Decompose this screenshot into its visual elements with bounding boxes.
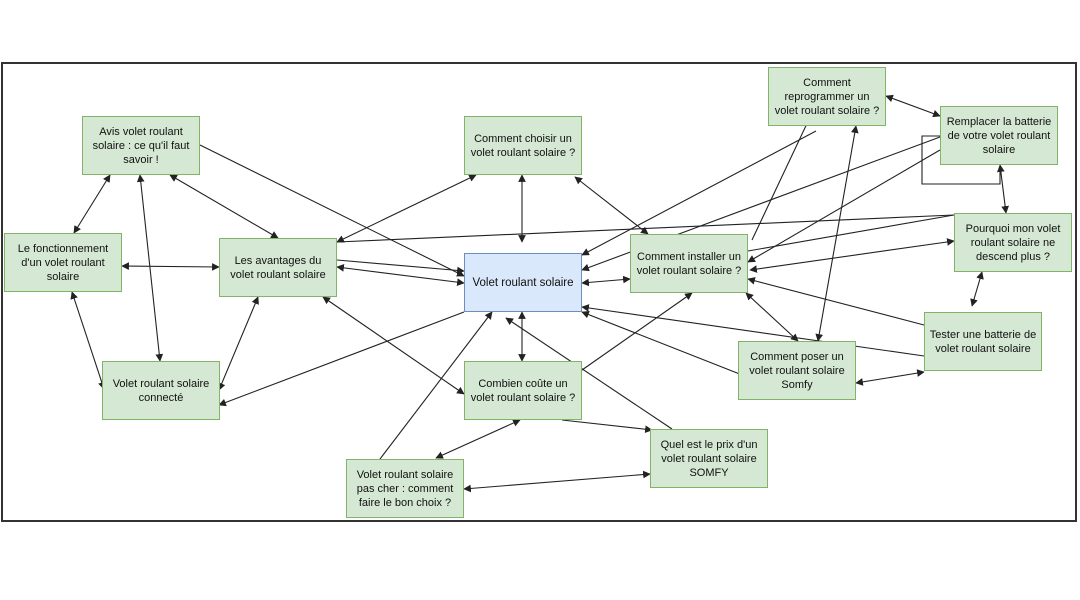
edge-bracket xyxy=(921,135,1001,185)
edge-31 xyxy=(379,311,493,460)
edge-12 xyxy=(218,296,259,391)
edge-0 xyxy=(199,144,465,277)
edge-32 xyxy=(435,419,521,459)
edge-13 xyxy=(322,296,465,395)
edge-25 xyxy=(747,277,925,326)
node-connecte[interactable]: Volet roulant solaire connecté xyxy=(102,361,220,420)
node-center[interactable]: Volet roulant solaire xyxy=(464,253,582,312)
node-pascher[interactable]: Volet roulant solaire pas cher : comment… xyxy=(346,459,464,518)
edge-2 xyxy=(136,174,164,362)
edge-26 xyxy=(581,304,925,357)
edge-23 xyxy=(885,94,941,118)
edge-22 xyxy=(745,292,799,342)
node-avantages[interactable]: Les avantages du volet roulant solaire xyxy=(219,238,337,297)
node-avis[interactable]: Avis volet roulant solaire : ce qu'il fa… xyxy=(82,116,200,175)
node-combien[interactable]: Combien coûte un volet roulant solaire ? xyxy=(464,361,582,420)
node-installer[interactable]: Comment installer un volet roulant solai… xyxy=(630,234,748,293)
edge-16 xyxy=(581,130,817,256)
edge-28 xyxy=(855,369,925,386)
node-fonctionnement[interactable]: Le fonctionnement d'un volet roulant sol… xyxy=(4,233,122,292)
edge-24 xyxy=(815,125,859,342)
edge-27 xyxy=(581,310,761,383)
edge-6 xyxy=(336,264,465,286)
node-prix[interactable]: Quel est le prix d'un volet roulant sola… xyxy=(650,429,768,488)
node-tester[interactable]: Tester une batterie de volet roulant sol… xyxy=(924,312,1042,371)
edge-19 xyxy=(747,149,941,263)
node-pourquoi[interactable]: Pourquoi mon volet roulant solaire ne de… xyxy=(954,213,1072,272)
edge-11 xyxy=(218,311,465,407)
edge-3 xyxy=(169,174,279,239)
node-choisir[interactable]: Comment choisir un volet roulant solaire… xyxy=(464,116,582,175)
node-remplacer[interactable]: Remplacer la batterie de votre volet rou… xyxy=(940,106,1058,165)
edge-30 xyxy=(970,271,984,307)
edge-36 xyxy=(581,292,693,371)
edge-10 xyxy=(574,176,649,235)
edge-7 xyxy=(336,259,465,275)
edge-5 xyxy=(70,291,106,390)
edge-15 xyxy=(581,275,631,287)
edge-1 xyxy=(73,174,111,234)
edge-4 xyxy=(121,262,220,271)
edge-8 xyxy=(336,174,477,243)
edge-33 xyxy=(463,470,651,493)
edge-29 xyxy=(997,164,1009,214)
edge-34 xyxy=(505,317,673,430)
node-poser[interactable]: Comment poser un volet roulant solaire S… xyxy=(738,341,856,400)
node-reprogrammer[interactable]: Comment reprogrammer un volet roulant so… xyxy=(768,67,886,126)
edge-35 xyxy=(561,419,653,434)
